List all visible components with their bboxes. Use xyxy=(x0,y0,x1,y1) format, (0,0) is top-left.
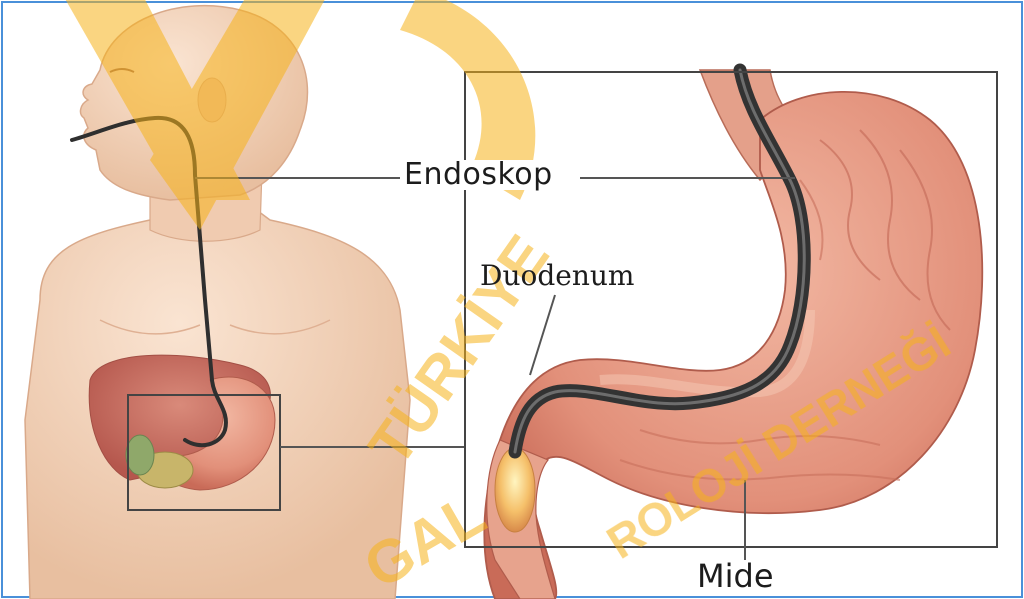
mide-label: Mide xyxy=(693,560,778,592)
duodenum-label: Duodenum xyxy=(476,262,638,290)
endoscope-light-tip xyxy=(495,448,535,532)
endoskop-label: Endoskop xyxy=(400,160,557,190)
